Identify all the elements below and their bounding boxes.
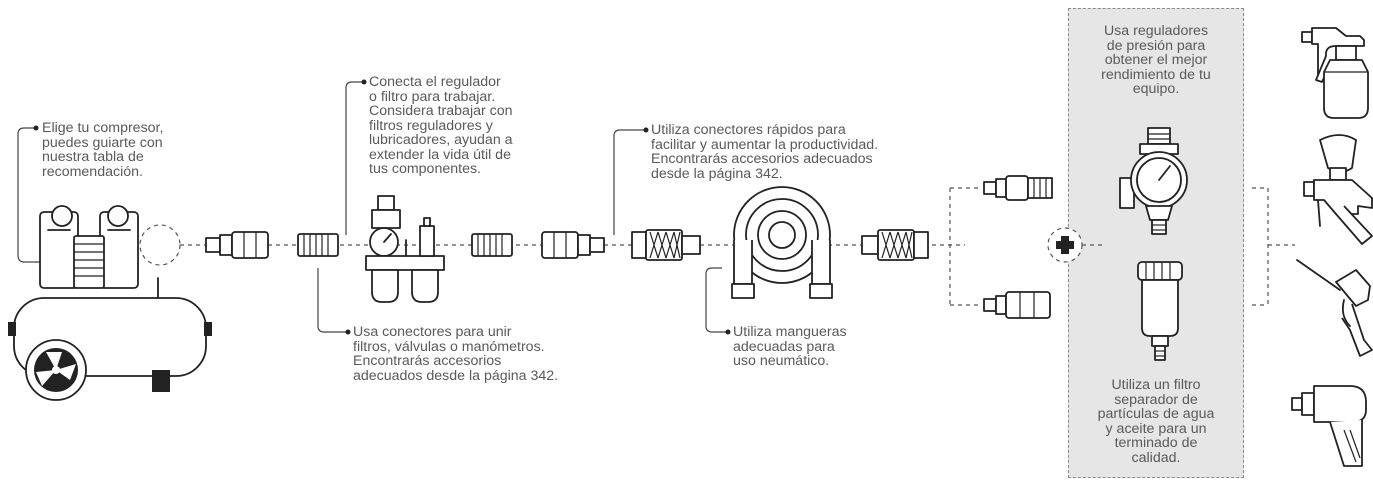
quick-plug-icon: [205, 231, 269, 259]
compressor-note: Elige tu compresor, puedes guiarte con n…: [42, 120, 164, 180]
regulator-note: Conecta el regulador o filtro para traba…: [369, 74, 513, 177]
callout-leaders: [17, 79, 731, 335]
nipple-connector-icon: [297, 233, 339, 257]
impact-wrench-icon: [1291, 385, 1367, 467]
compressor-icon: [8, 205, 212, 401]
pressure-regulator-icon: [1119, 127, 1188, 235]
pressure-regulators-note: Usa reguladores de presión para obtener …: [1101, 23, 1211, 97]
hoses-note: Utiliza mangueras adecuadas para uso neu…: [733, 324, 847, 369]
quick-coupler-icon: [631, 229, 701, 261]
water-oil-separator-icon: [1137, 261, 1183, 361]
nipple-connector-icon: [471, 233, 513, 257]
quick-plug-icon: [983, 175, 1053, 201]
quick-coupler-icon: [861, 229, 929, 261]
regulator-filter-panel: [1068, 8, 1244, 478]
quick-connectors-note: Utiliza conectores rápidos para facilita…: [651, 122, 879, 182]
hose-coil-icon: [731, 186, 833, 299]
spray-gun-icon: [1301, 27, 1369, 119]
separator-filter-note: Utiliza un filtro separador de partícula…: [1097, 377, 1215, 466]
gravity-spray-gun-icon: [1303, 134, 1373, 245]
blow-gun-icon: [1296, 259, 1373, 357]
quick-plug-icon: [983, 291, 1051, 319]
quick-plug-icon: [541, 231, 605, 259]
plus-icon: [1047, 227, 1083, 263]
filter-regulator-lubricator-icon: [365, 195, 445, 303]
connectors-note: Usa conectores para unir filtros, válvul…: [353, 324, 559, 384]
